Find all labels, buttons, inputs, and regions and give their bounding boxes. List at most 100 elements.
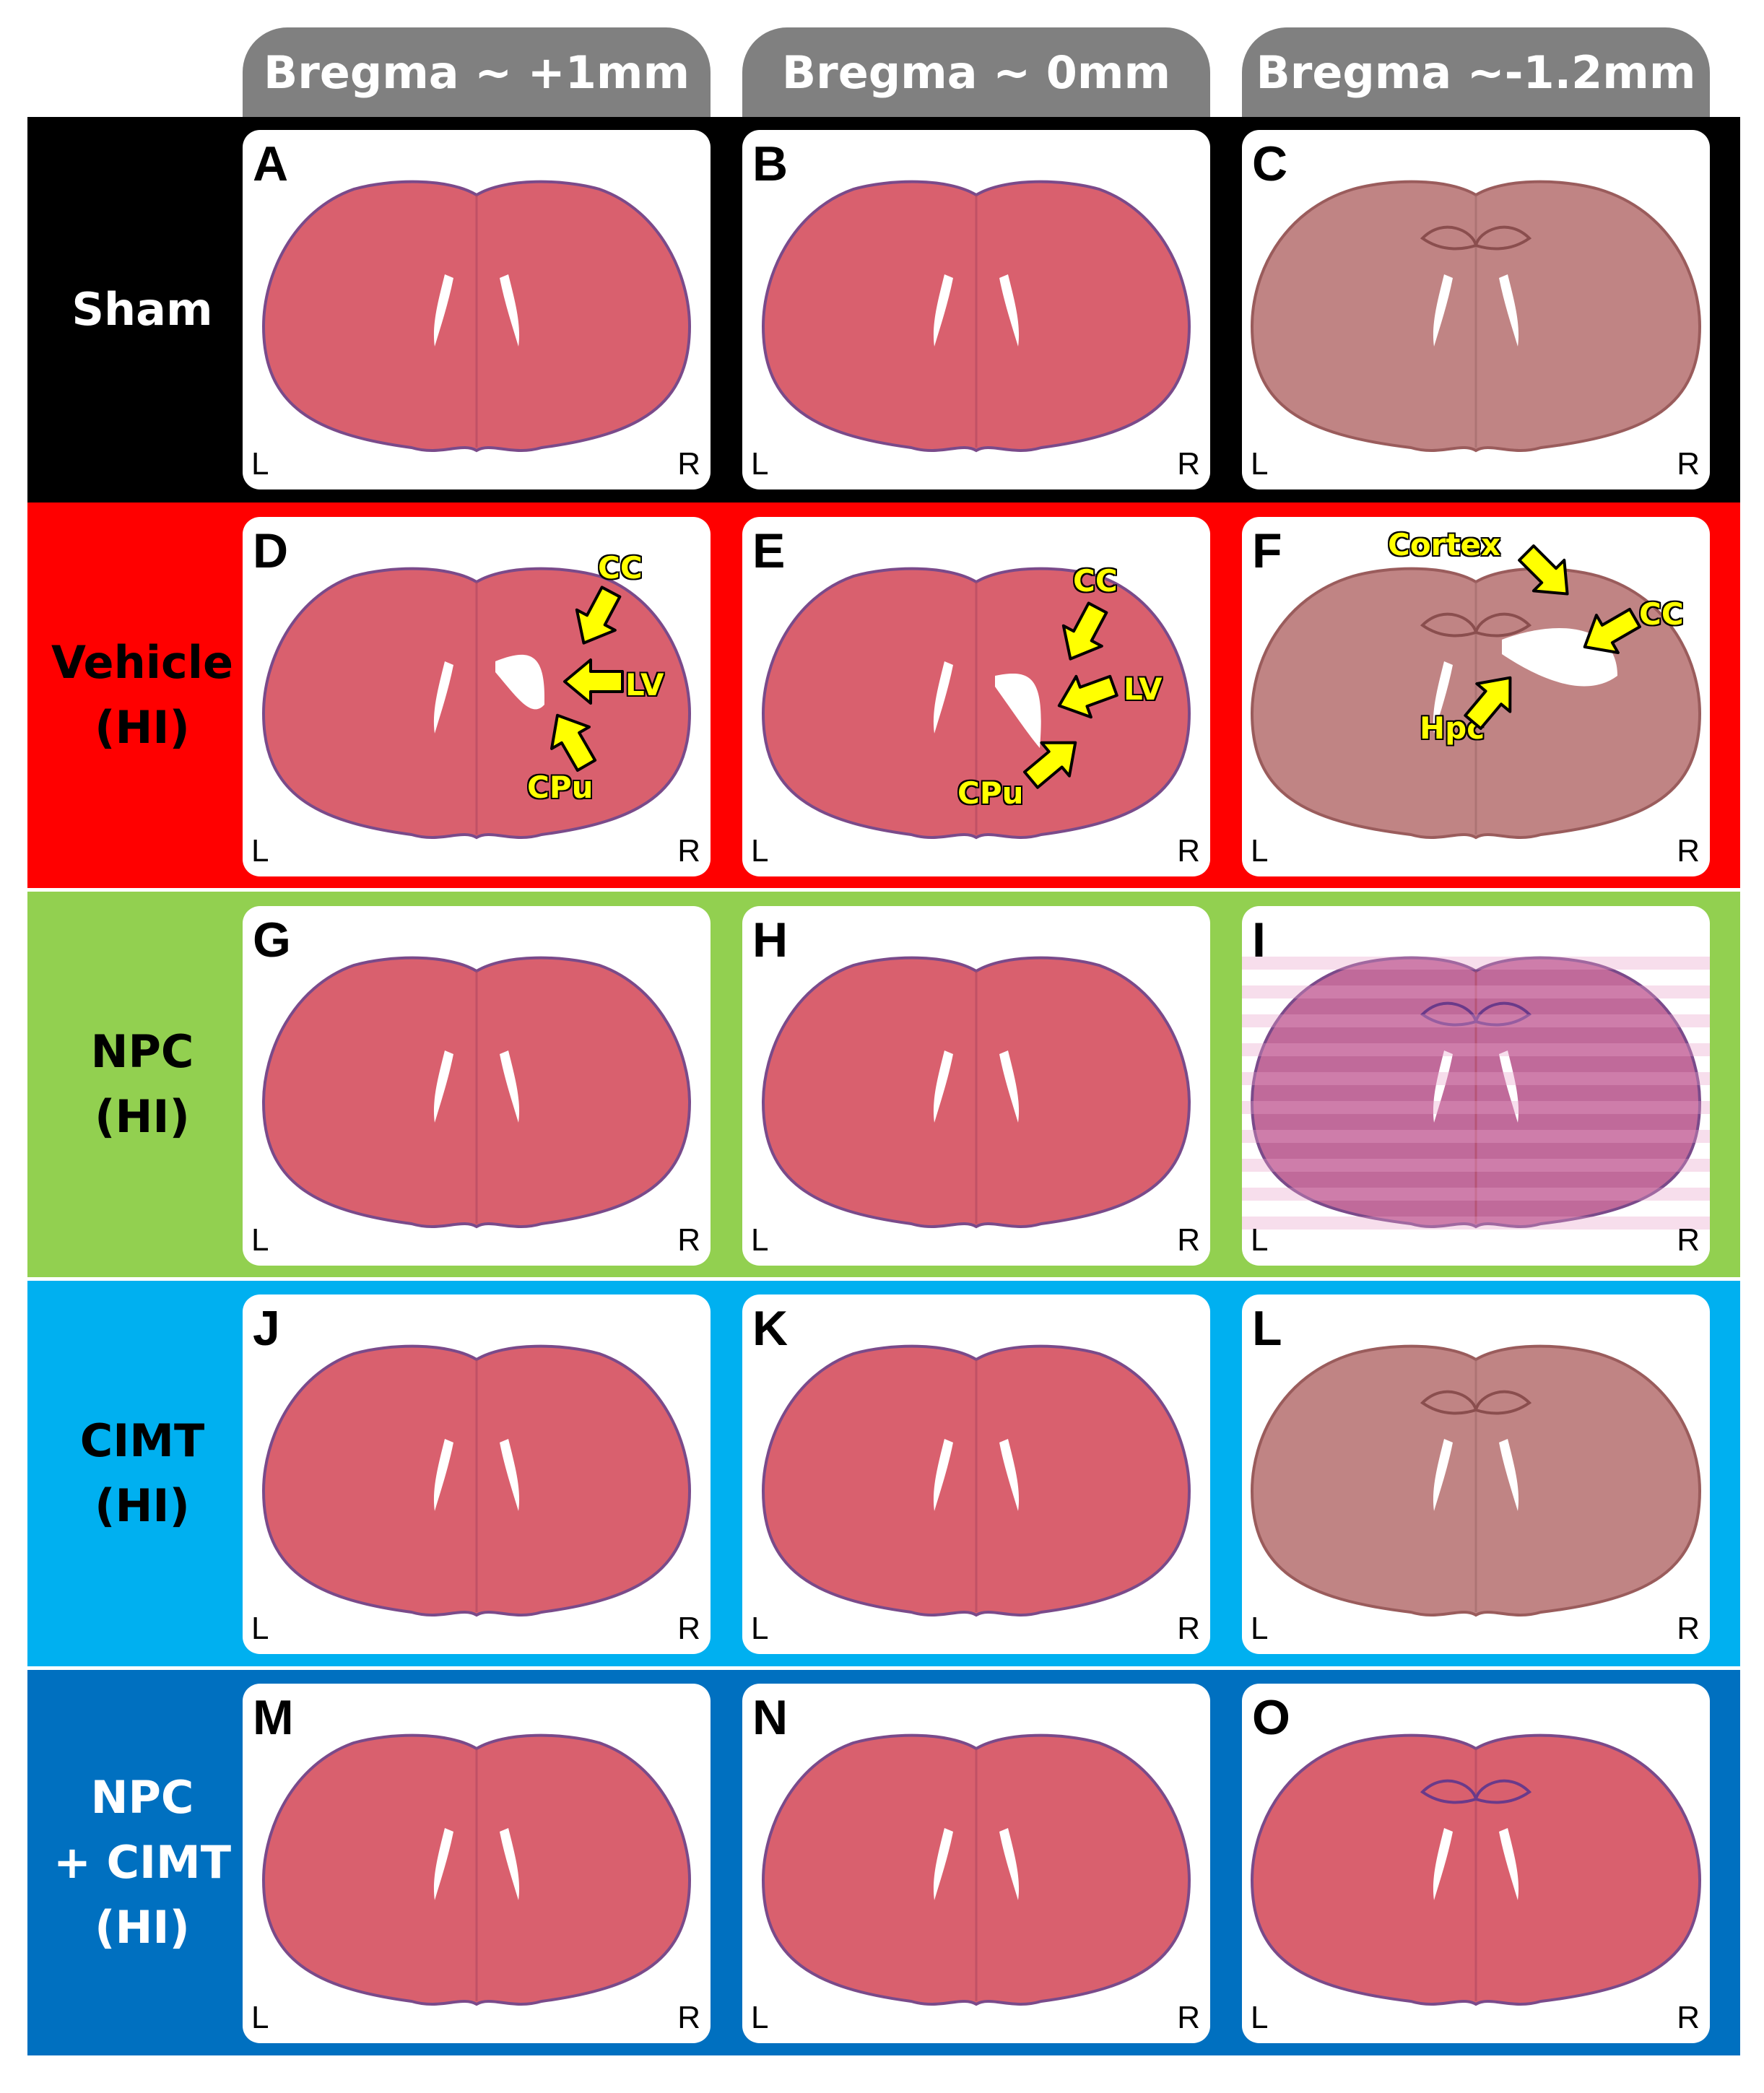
- side-label-right: R: [677, 1222, 700, 1258]
- ventricle: [933, 661, 953, 734]
- side-label-right: R: [1677, 2000, 1700, 2035]
- panel-letter: L: [1252, 1301, 1282, 1356]
- ventricle: [500, 274, 520, 347]
- annotation-cc: CC: [598, 550, 643, 586]
- column-header-2: Bregma ~ 0mm: [742, 27, 1210, 117]
- side-label-right: R: [677, 2000, 700, 2035]
- stain-artifact-stripe: [1242, 957, 1710, 970]
- ventricle: [1433, 1439, 1453, 1511]
- brain-section-image: [261, 1344, 692, 1617]
- panel-letter: G: [253, 913, 291, 967]
- side-label-left: L: [251, 2000, 269, 2035]
- brain-section-image: [261, 956, 692, 1229]
- side-label-right: R: [1677, 833, 1700, 869]
- side-label-left: L: [751, 833, 769, 869]
- row-label: Sham: [27, 117, 257, 502]
- row-label: Vehicle (HI): [27, 502, 257, 888]
- row-label: NPC (HI): [27, 892, 257, 1277]
- side-label-left: L: [251, 446, 269, 482]
- row-label-line: Sham: [71, 283, 213, 336]
- side-label-right: R: [1677, 1222, 1700, 1258]
- side-label-left: L: [1251, 446, 1269, 482]
- row-label-line: (HI): [95, 1090, 190, 1143]
- annotation-cpu: CPu: [527, 770, 594, 805]
- ventricle: [433, 661, 453, 734]
- annotation-cpu: CPu: [957, 775, 1024, 811]
- side-label-right: R: [1677, 1611, 1700, 1646]
- column-header-1: Bregma ~ +1mm: [243, 27, 711, 117]
- brain-section-image: [1250, 1344, 1702, 1617]
- side-label-left: L: [751, 2000, 769, 2035]
- stain-artifact-stripe: [1242, 1101, 1710, 1114]
- ventricle: [500, 1050, 520, 1123]
- row-label: NPC + CIMT (HI): [27, 1670, 257, 2055]
- column-header-label: Bregma ~ 0mm: [781, 45, 1171, 99]
- side-label-left: L: [751, 1611, 769, 1646]
- ventricle: [933, 1439, 953, 1511]
- panel-letter: O: [1252, 1690, 1290, 1745]
- panel-letter: A: [253, 136, 289, 191]
- stain-artifact-stripe: [1242, 1217, 1710, 1230]
- ventricle: [433, 1439, 453, 1511]
- brain-section-image: [761, 956, 1191, 1229]
- ventricle: [1433, 1828, 1453, 1900]
- side-label-left: L: [251, 833, 269, 869]
- stain-artifact-stripe: [1242, 1159, 1710, 1172]
- side-label-right: R: [677, 833, 700, 869]
- annotation-cc: CC: [1073, 563, 1118, 599]
- row-label-line: (HI): [95, 701, 190, 754]
- panel-letter: K: [752, 1301, 788, 1356]
- ventricle: [500, 1439, 520, 1511]
- ventricle: [1433, 661, 1453, 734]
- stain-artifact-stripe: [1242, 985, 1710, 998]
- panel-letter: I: [1252, 913, 1266, 967]
- row-label-line: Vehicle: [51, 636, 234, 689]
- panel-letter: N: [752, 1690, 788, 1745]
- ventricle: [999, 1439, 1020, 1511]
- brain-section-image: [761, 1733, 1191, 2006]
- side-label-right: R: [1177, 446, 1200, 482]
- ventricle: [1499, 274, 1519, 347]
- ventricle: [1433, 274, 1453, 347]
- row-label: CIMT (HI): [27, 1281, 257, 1666]
- panel-letter: H: [752, 913, 788, 967]
- side-label-left: L: [751, 446, 769, 482]
- hippocampus-outline: [1420, 1390, 1532, 1415]
- stain-artifact-stripe: [1242, 1072, 1710, 1085]
- row-label-line: NPC: [90, 1025, 194, 1078]
- side-label-left: L: [251, 1222, 269, 1258]
- ventricle: [495, 654, 545, 710]
- brain-section-image: [261, 1733, 692, 2006]
- brain-section-image: [1250, 567, 1702, 840]
- annotation-cc: CC: [1639, 596, 1684, 632]
- brain-section-image: [1250, 1733, 1702, 2006]
- row-label-line: NPC: [90, 1771, 194, 1824]
- ventricle: [933, 1828, 953, 1900]
- stain-artifact-stripe: [1242, 1130, 1710, 1143]
- row-label-line: CIMT: [79, 1414, 205, 1467]
- panel-letter: M: [253, 1690, 294, 1745]
- side-label-left: L: [251, 1611, 269, 1646]
- panel-letter: C: [1252, 136, 1288, 191]
- panel-letter: B: [752, 136, 788, 191]
- side-label-right: R: [1677, 446, 1700, 482]
- column-header-label: Bregma ~ +1mm: [263, 45, 690, 99]
- hippocampus-outline: [1420, 1001, 1532, 1027]
- row-label-line: + CIMT: [53, 1836, 232, 1889]
- panel-g: G L R: [243, 906, 711, 1266]
- ventricle: [999, 1828, 1020, 1900]
- column-header-3: Bregma ~-1.2mm: [1242, 27, 1710, 117]
- stain-artifact-stripe: [1242, 1014, 1710, 1027]
- ventricle: [433, 274, 453, 347]
- ventricle: [933, 1050, 953, 1123]
- panel-m: M L R: [243, 1684, 711, 2043]
- brain-section-image: [761, 1344, 1191, 1617]
- panel-letter: D: [253, 523, 289, 578]
